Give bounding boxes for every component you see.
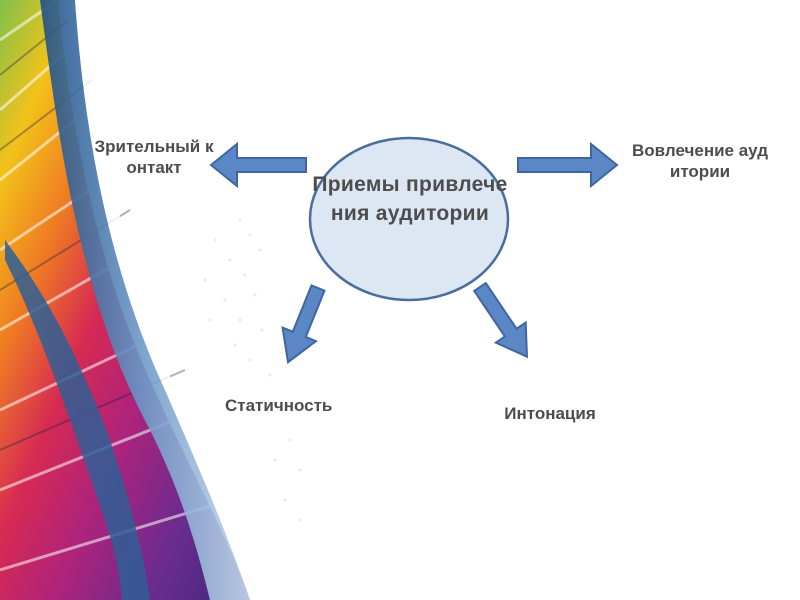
- arrow-left: [209, 141, 307, 189]
- label-engagement: Вовлечение аудитории: [632, 141, 768, 181]
- arrow-right: [517, 141, 619, 189]
- arrow-down-right: [472, 281, 529, 359]
- label-eye-contact: Зрительный контакт: [94, 137, 214, 177]
- arrow-down-left: [281, 284, 326, 364]
- label-intonation: Интонация: [504, 404, 596, 423]
- label-stillness: Статичность: [225, 396, 333, 415]
- center-circle: [308, 136, 510, 302]
- center-title: Приемы привлечения аудитории: [312, 173, 508, 225]
